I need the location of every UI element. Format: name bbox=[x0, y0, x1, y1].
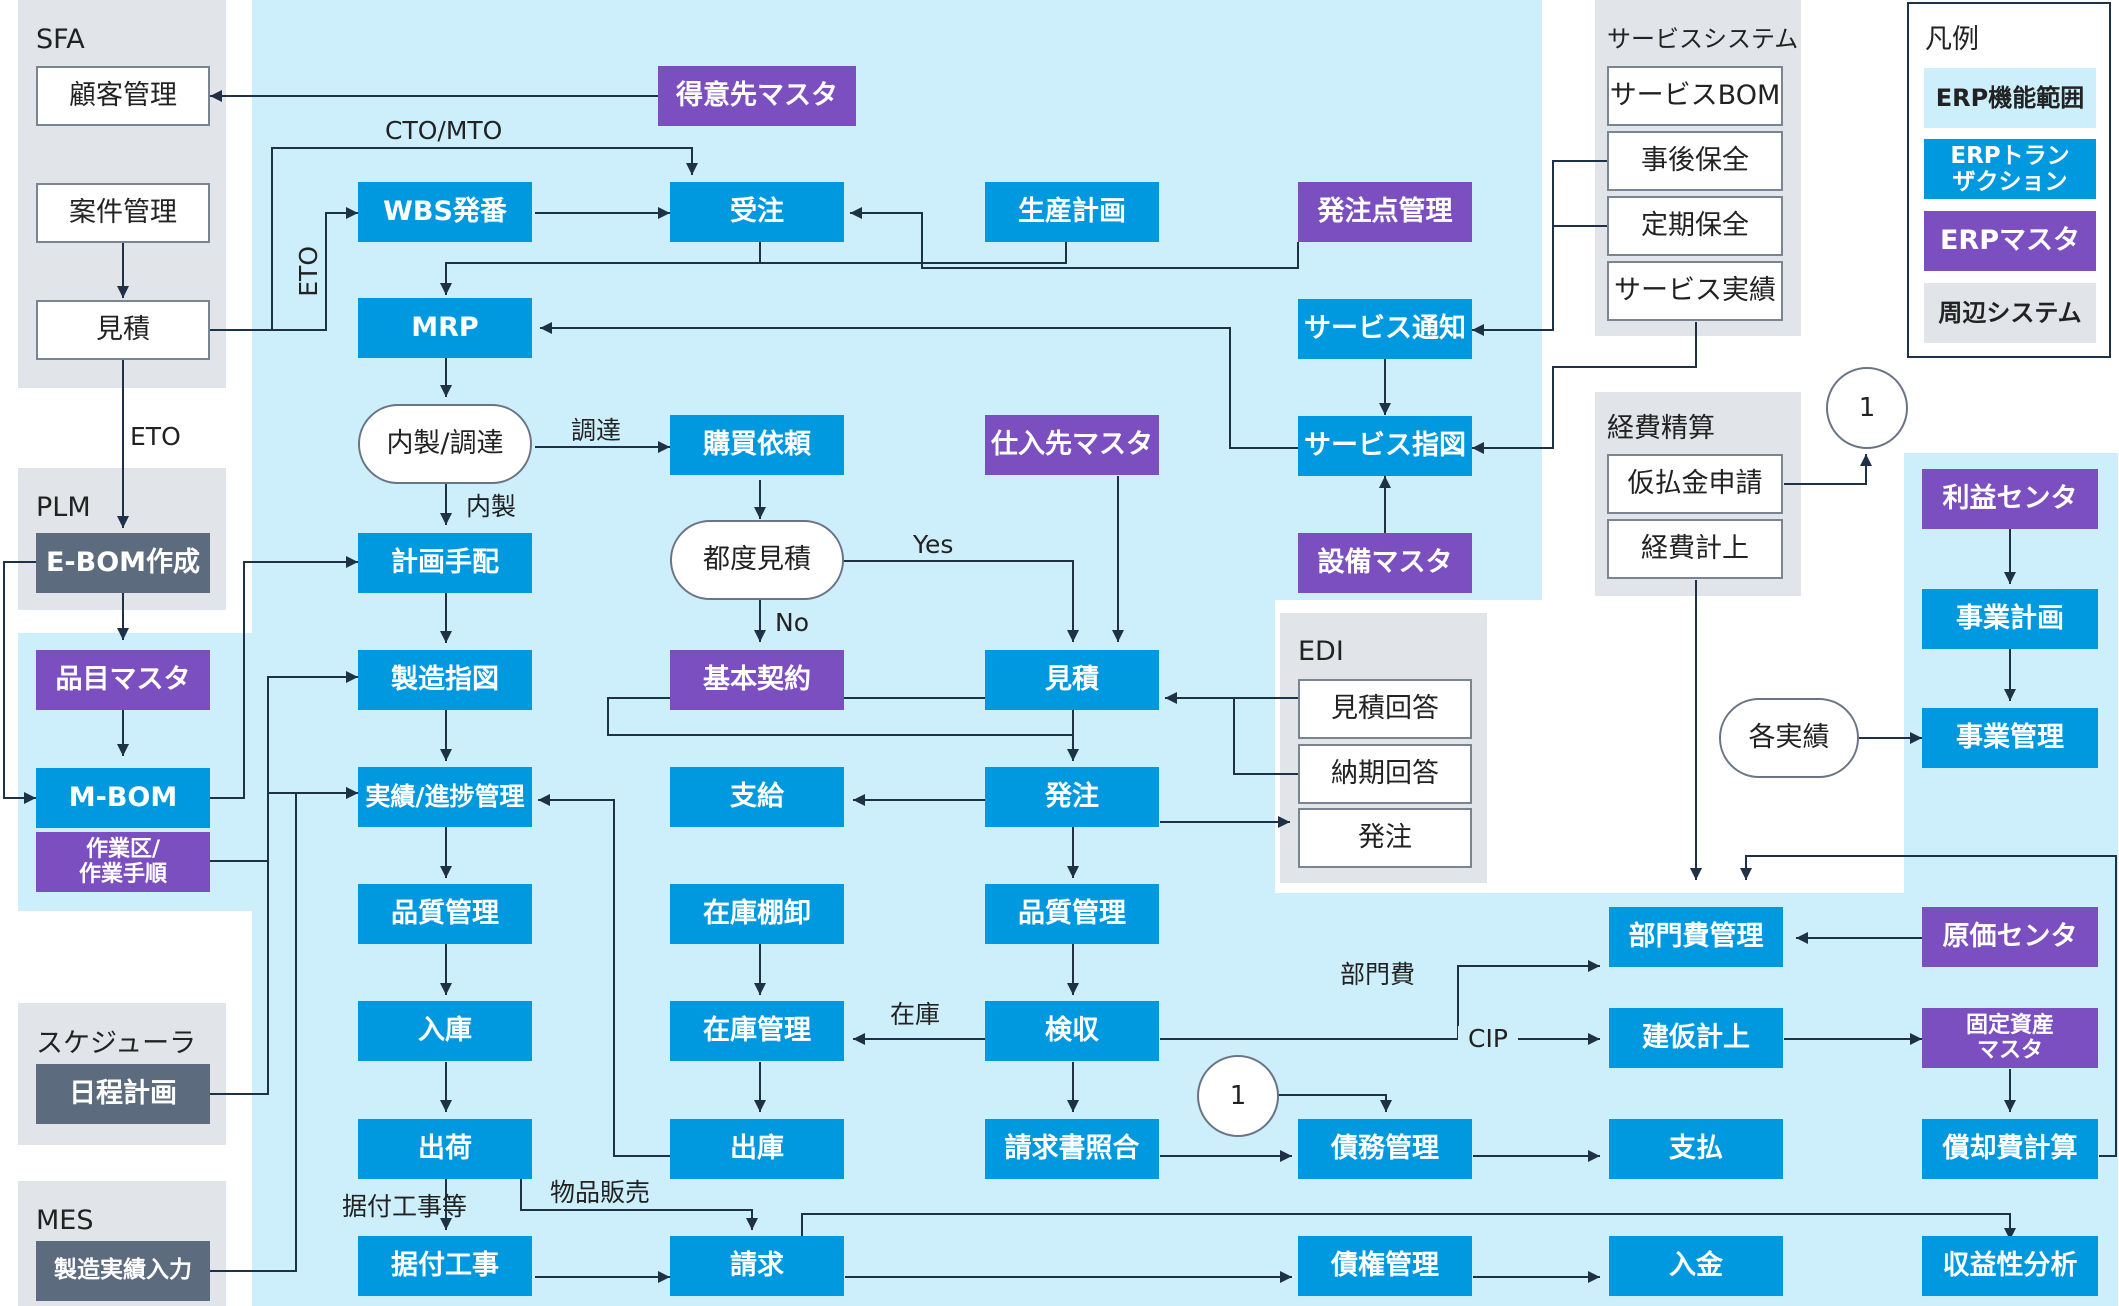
legend-erp-transaction: ERPトラン ザクション bbox=[1924, 139, 2096, 199]
mes-title: MES bbox=[36, 1205, 94, 1236]
label-eto: ETO bbox=[130, 422, 181, 451]
equipment-master[interactable]: 設備マスタ bbox=[1298, 533, 1472, 593]
payment[interactable]: 支払 bbox=[1609, 1119, 1783, 1179]
service-order[interactable]: サービス指図 bbox=[1298, 416, 1472, 476]
purchase-quality-management[interactable]: 品質管理 bbox=[985, 884, 1159, 944]
expense-booking[interactable]: 経費計上 bbox=[1607, 519, 1783, 579]
sfa-quote[interactable]: 見積 bbox=[36, 300, 210, 360]
project-management[interactable]: 案件管理 bbox=[36, 183, 210, 243]
connector-1-out: 1 bbox=[1826, 367, 1908, 449]
business-plan[interactable]: 事業計画 bbox=[1922, 589, 2098, 649]
inventory-management[interactable]: 在庫管理 bbox=[670, 1001, 844, 1061]
goods-issue[interactable]: 出庫 bbox=[670, 1119, 844, 1179]
label-dept-cost: 部門費 bbox=[1340, 960, 1416, 989]
supplier-master[interactable]: 仕入先マスタ bbox=[985, 415, 1159, 475]
label-eto-vertical: ETO bbox=[294, 246, 323, 297]
billing[interactable]: 請求 bbox=[670, 1236, 844, 1296]
invoice-matching[interactable]: 請求書照合 bbox=[985, 1119, 1159, 1179]
advance-payment-request[interactable]: 仮払金申請 bbox=[1607, 454, 1783, 514]
accounts-payable[interactable]: 債務管理 bbox=[1298, 1119, 1472, 1179]
legend: 凡例 ERP機能範囲 ERPトラン ザクション ERPマスタ 周辺システム bbox=[1907, 2, 2111, 358]
basic-contract[interactable]: 基本契約 bbox=[670, 650, 844, 710]
item-master[interactable]: 品目マスタ bbox=[36, 650, 210, 710]
legend-erp-scope: ERP機能範囲 bbox=[1924, 68, 2096, 128]
service-bom[interactable]: サービスBOM bbox=[1607, 66, 1783, 126]
service-notification[interactable]: サービス通知 bbox=[1298, 299, 1472, 359]
goods-receipt[interactable]: 入庫 bbox=[358, 1001, 532, 1061]
legend-erp-master: ERPマスタ bbox=[1924, 211, 2096, 271]
label-no: No bbox=[775, 608, 809, 637]
service-results[interactable]: サービス実績 bbox=[1607, 261, 1783, 321]
edi-title: EDI bbox=[1298, 636, 1344, 667]
wbs-numbering[interactable]: WBS発番 bbox=[358, 182, 532, 242]
label-installation-etc: 据付工事等 bbox=[342, 1192, 468, 1221]
profit-center[interactable]: 利益センタ bbox=[1922, 469, 2098, 529]
edi-quote-reply[interactable]: 見積回答 bbox=[1298, 679, 1472, 739]
reorder-point-management[interactable]: 発注点管理 bbox=[1298, 182, 1472, 242]
purchase-order[interactable]: 発注 bbox=[985, 767, 1159, 827]
expense-title: 経費精算 bbox=[1607, 413, 1715, 444]
production-planning[interactable]: 生産計画 bbox=[985, 182, 1159, 242]
label-cip: CIP bbox=[1458, 1026, 1518, 1051]
cost-center[interactable]: 原価センタ bbox=[1922, 907, 2098, 967]
actual-results[interactable]: 各実績 bbox=[1719, 698, 1859, 778]
production-quality-management[interactable]: 品質管理 bbox=[358, 884, 532, 944]
stocktaking[interactable]: 在庫棚卸 bbox=[670, 884, 844, 944]
schedule-planning[interactable]: 日程計画 bbox=[36, 1064, 210, 1124]
scheduler-title: スケジューラ bbox=[36, 1028, 197, 1059]
mrp[interactable]: MRP bbox=[358, 298, 532, 358]
purchase-quote[interactable]: 見積 bbox=[985, 650, 1159, 710]
service-system-title: サービスシステム bbox=[1607, 25, 1799, 53]
edi-delivery-reply[interactable]: 納期回答 bbox=[1298, 744, 1472, 804]
per-case-quote-decision[interactable]: 都度見積 bbox=[670, 520, 844, 600]
mbom[interactable]: M-BOM bbox=[36, 768, 210, 828]
planned-order[interactable]: 計画手配 bbox=[358, 533, 532, 593]
label-make: 内製 bbox=[466, 492, 517, 521]
edi-purchase-order[interactable]: 発注 bbox=[1298, 808, 1472, 868]
supply[interactable]: 支給 bbox=[670, 767, 844, 827]
corrective-maintenance[interactable]: 事後保全 bbox=[1607, 131, 1783, 191]
label-cto-mto: CTO/MTO bbox=[385, 116, 503, 145]
sales-order[interactable]: 受注 bbox=[670, 182, 844, 242]
customer-management[interactable]: 顧客管理 bbox=[36, 66, 210, 126]
label-goods-sale: 物品販売 bbox=[550, 1178, 651, 1207]
business-management[interactable]: 事業管理 bbox=[1922, 708, 2098, 768]
sfa-title: SFA bbox=[36, 24, 85, 55]
department-cost-management[interactable]: 部門費管理 bbox=[1609, 907, 1783, 967]
manufacturing-order[interactable]: 製造指図 bbox=[358, 650, 532, 710]
fixed-asset-master[interactable]: 固定資産 マスタ bbox=[1922, 1008, 2098, 1068]
purchase-requisition[interactable]: 購買依頼 bbox=[670, 415, 844, 475]
label-stock: 在庫 bbox=[890, 1000, 941, 1029]
shipment[interactable]: 出荷 bbox=[358, 1119, 532, 1179]
plm-title: PLM bbox=[36, 492, 91, 523]
work-area-routing[interactable]: 作業区/ 作業手順 bbox=[36, 832, 210, 892]
legend-title: 凡例 bbox=[1925, 24, 1979, 55]
connector-1-in: 1 bbox=[1197, 1055, 1279, 1137]
inspection-acceptance[interactable]: 検収 bbox=[985, 1001, 1159, 1061]
depreciation-calculation[interactable]: 償却費計算 bbox=[1922, 1119, 2098, 1179]
installation-work[interactable]: 据付工事 bbox=[358, 1236, 532, 1296]
deposit[interactable]: 入金 bbox=[1609, 1236, 1783, 1296]
label-procure: 調達 bbox=[571, 416, 622, 445]
mes-result-input[interactable]: 製造実績入力 bbox=[36, 1241, 210, 1301]
accounts-receivable[interactable]: 債権管理 bbox=[1298, 1236, 1472, 1296]
label-yes: Yes bbox=[913, 530, 954, 559]
customer-master[interactable]: 得意先マスタ bbox=[658, 66, 856, 126]
progress-management[interactable]: 実績/進捗管理 bbox=[358, 767, 532, 827]
cip-booking[interactable]: 建仮計上 bbox=[1609, 1008, 1783, 1068]
legend-peripheral: 周辺システム bbox=[1924, 283, 2096, 343]
preventive-maintenance[interactable]: 定期保全 bbox=[1607, 196, 1783, 256]
ebom-creation[interactable]: E-BOM作成 bbox=[36, 533, 210, 593]
profitability-analysis[interactable]: 収益性分析 bbox=[1922, 1236, 2098, 1296]
make-or-buy-decision[interactable]: 内製/調達 bbox=[358, 404, 532, 484]
